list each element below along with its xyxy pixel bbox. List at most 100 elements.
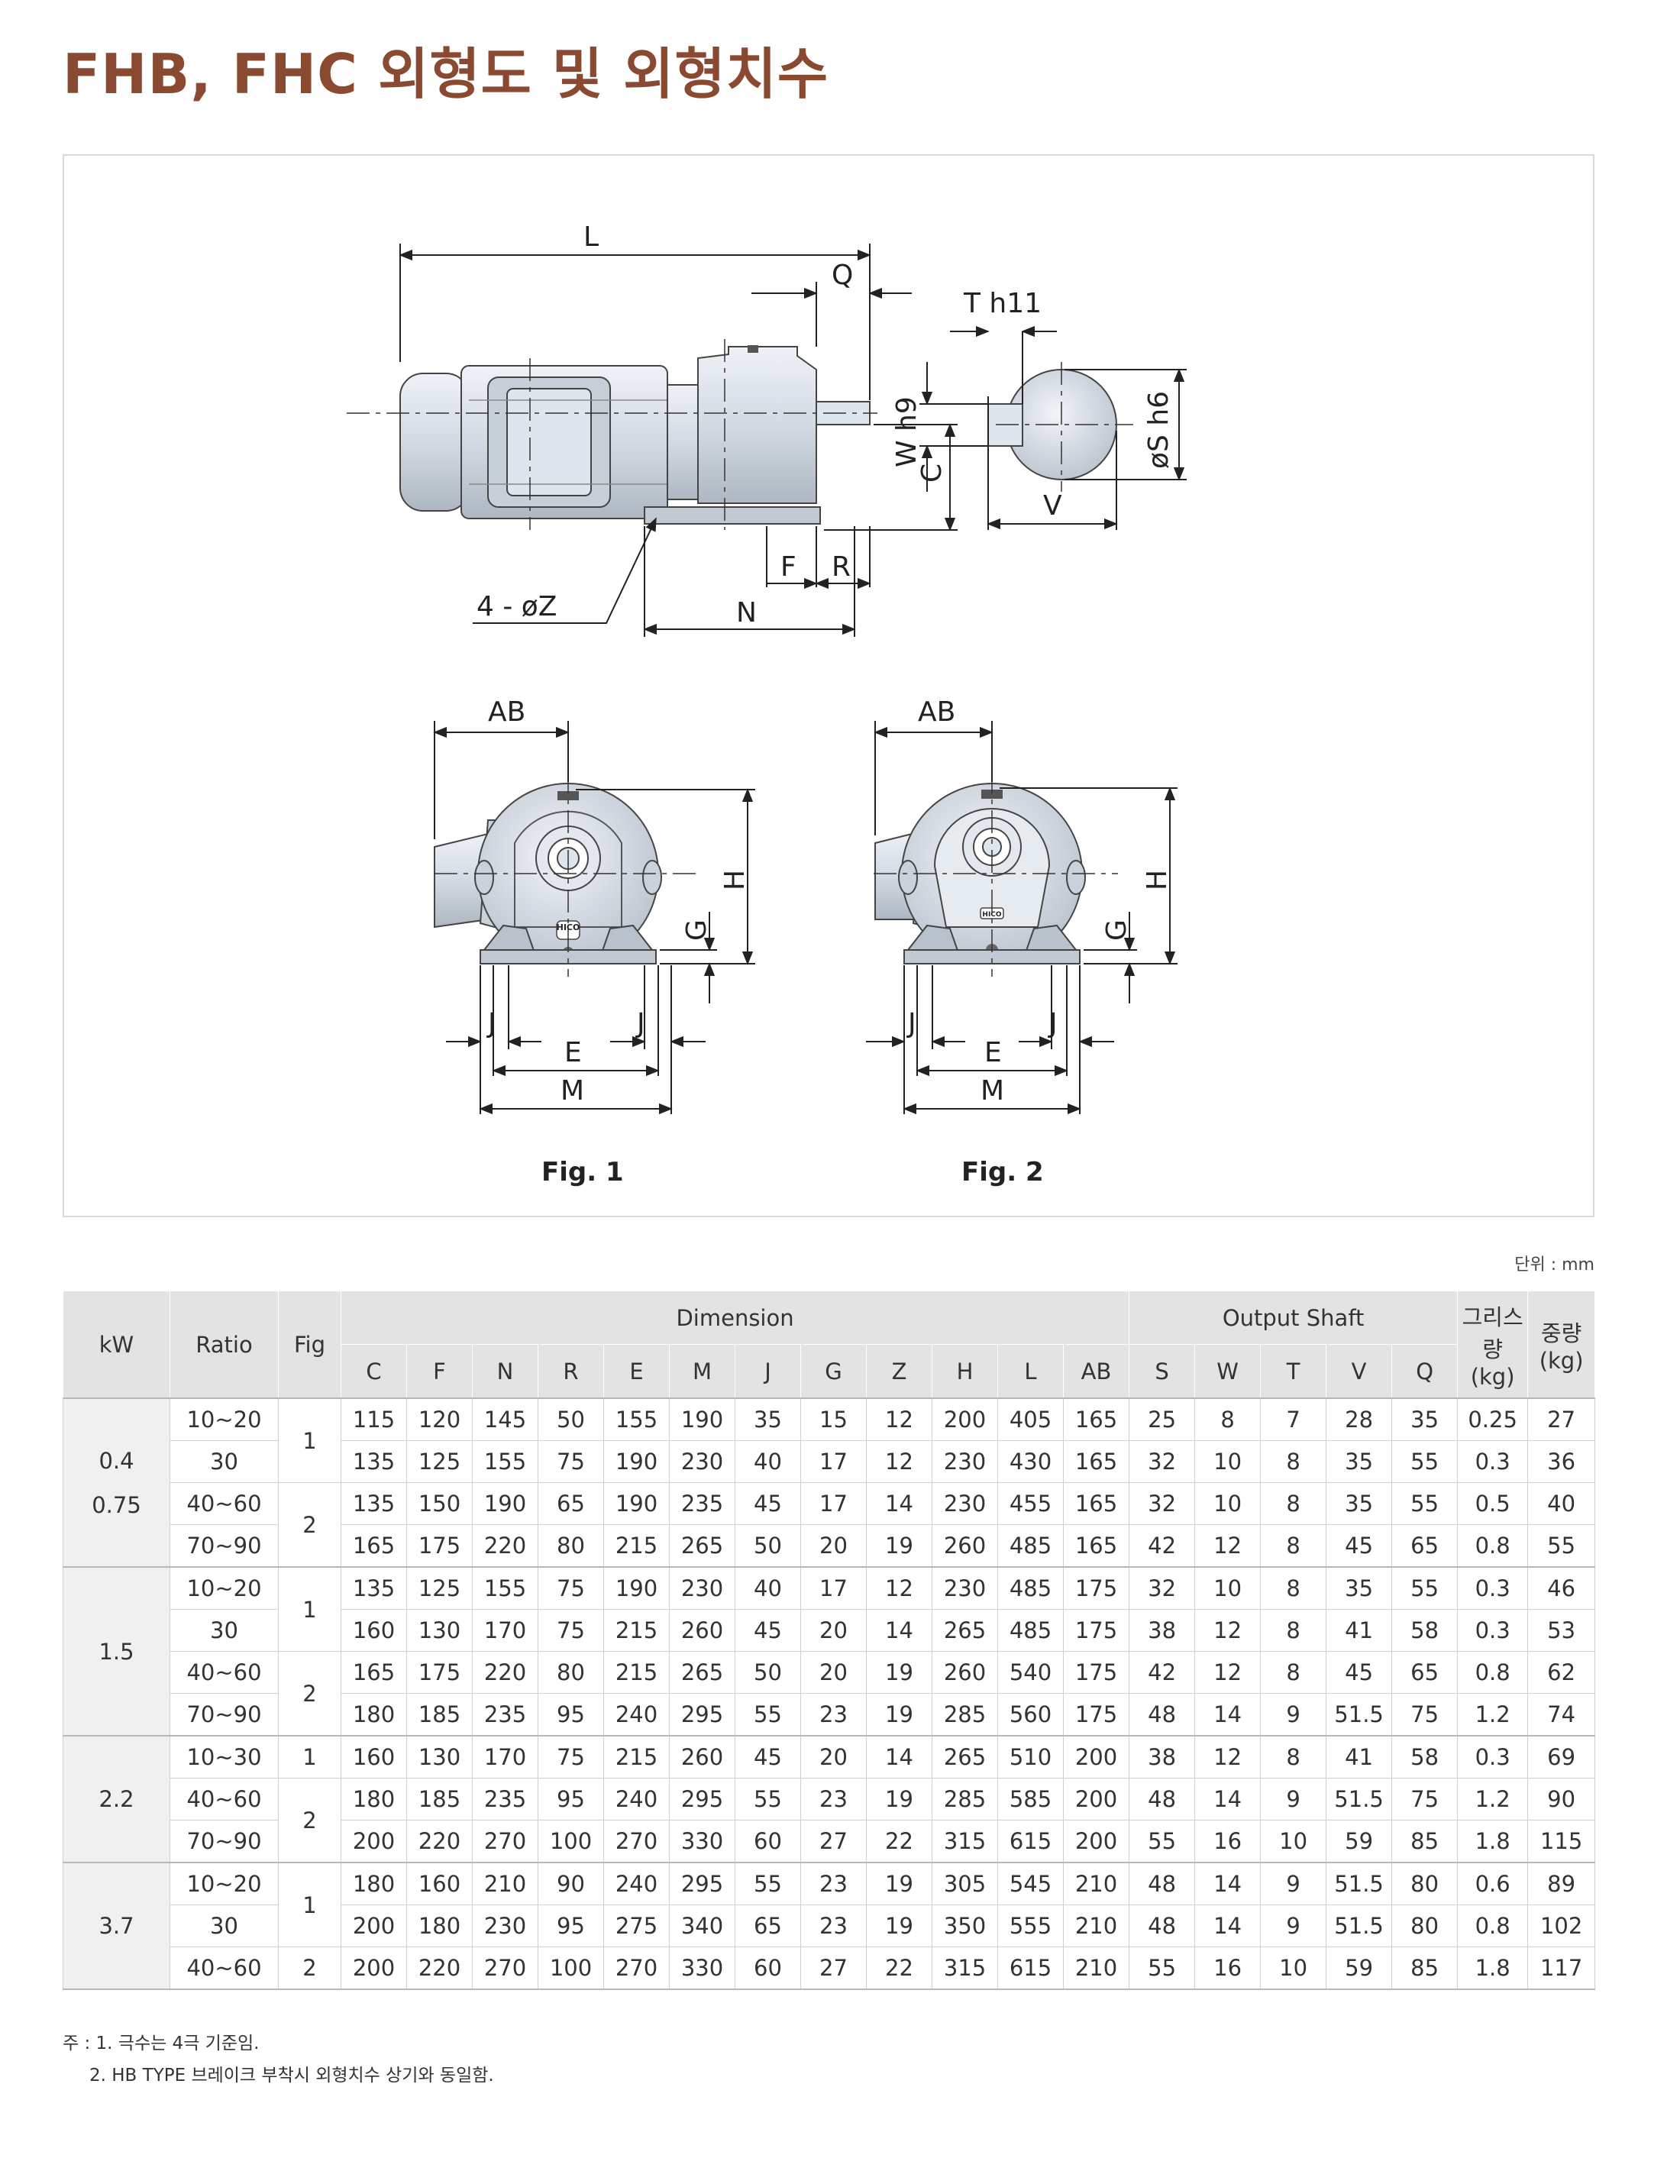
value-cell: 405 [997, 1397, 1064, 1441]
value-cell: 0.3 [1457, 1609, 1529, 1652]
value-cell: 74 [1527, 1693, 1596, 1737]
value-cell: 19 [866, 1524, 932, 1568]
value-cell: 12 [866, 1566, 932, 1610]
value-cell: 95 [538, 1778, 604, 1821]
value-cell: 12 [1194, 1651, 1262, 1694]
front-view-fig1-dimensions [433, 721, 755, 1115]
value-cell: 1.2 [1457, 1778, 1529, 1821]
value-cell: 350 [932, 1905, 998, 1947]
column-header-h: H [932, 1344, 998, 1399]
dim-label-H-fig2: H [1142, 870, 1173, 890]
value-cell: 20 [800, 1651, 867, 1694]
value-cell: 220 [406, 1820, 473, 1863]
value-cell: 10 [1260, 1947, 1327, 1990]
value-cell: 0.8 [1457, 1524, 1529, 1568]
value-cell: 51.5 [1326, 1693, 1393, 1737]
value-cell: 60 [735, 1947, 801, 1990]
value-cell: 270 [603, 1947, 670, 1990]
value-cell: 19 [866, 1651, 932, 1694]
value-cell: 230 [669, 1566, 735, 1610]
ratio-cell: 70~90 [170, 1524, 279, 1568]
value-cell: 8 [1260, 1609, 1327, 1652]
value-cell: 180 [341, 1778, 407, 1821]
kw-cell: 2.2 [63, 1735, 170, 1863]
column-header-shaft-t: T [1260, 1344, 1327, 1399]
shaft-section-drawing [987, 362, 1133, 492]
value-cell: 155 [603, 1397, 670, 1441]
value-cell: 185 [406, 1693, 473, 1737]
value-cell: 270 [603, 1820, 670, 1863]
value-cell: 1.8 [1457, 1947, 1529, 1990]
value-cell: 20 [800, 1609, 867, 1652]
value-cell: 190 [603, 1440, 670, 1483]
value-cell: 200 [932, 1397, 998, 1441]
value-cell: 135 [341, 1566, 407, 1610]
value-cell: 8 [1194, 1397, 1262, 1441]
dimension-drawings: L Q C F R N 4 - øZ T h11 W h9 øS h6 V [347, 221, 1187, 1187]
unit-label: 단위 : mm [1514, 1255, 1594, 1275]
value-cell: 180 [341, 1693, 407, 1737]
ratio-cell: 40~60 [170, 1947, 279, 1990]
value-cell: 230 [932, 1440, 998, 1483]
value-cell: 10 [1194, 1440, 1262, 1483]
value-cell: 180 [341, 1862, 407, 1905]
value-cell: 45 [735, 1735, 801, 1779]
ratio-cell: 30 [170, 1440, 279, 1483]
value-cell: 190 [603, 1566, 670, 1610]
value-cell: 160 [341, 1609, 407, 1652]
value-cell: 215 [603, 1735, 670, 1779]
value-cell: 0.5 [1457, 1482, 1529, 1525]
value-cell: 340 [669, 1905, 735, 1947]
dim-label-AB-fig1: AB [488, 696, 525, 728]
fig-cell: 1 [278, 1566, 341, 1652]
value-cell: 130 [406, 1735, 473, 1779]
value-cell: 25 [1129, 1397, 1196, 1441]
value-cell: 0.8 [1457, 1651, 1529, 1694]
header-weight-unit: (kg) [1539, 1347, 1584, 1374]
value-cell: 46 [1527, 1566, 1596, 1610]
kw-cell: 1.5 [63, 1566, 170, 1737]
value-cell: 210 [1062, 1905, 1130, 1947]
value-cell: 215 [603, 1524, 670, 1568]
value-cell: 17 [800, 1440, 867, 1483]
value-cell: 0.25 [1457, 1397, 1529, 1441]
value-cell: 0.3 [1457, 1440, 1529, 1483]
value-cell: 270 [472, 1947, 538, 1990]
value-cell: 80 [1391, 1905, 1459, 1947]
dim-label-J-fig1-left: J [486, 1008, 496, 1039]
value-cell: 265 [669, 1651, 735, 1694]
value-cell: 23 [800, 1693, 867, 1737]
value-cell: 125 [406, 1440, 473, 1483]
value-cell: 12 [866, 1440, 932, 1483]
value-cell: 58 [1391, 1735, 1459, 1779]
value-cell: 180 [406, 1905, 473, 1947]
dim-label-M-fig1: M [561, 1075, 584, 1107]
value-cell: 10 [1260, 1820, 1327, 1863]
value-cell: 65 [1391, 1524, 1459, 1568]
front-view-fig2-drawing [874, 771, 1118, 977]
value-cell: 23 [800, 1862, 867, 1905]
value-cell: 40 [735, 1440, 801, 1483]
value-cell: 80 [538, 1651, 604, 1694]
dim-label-J-fig1-right: J [635, 1008, 645, 1039]
value-cell: 125 [406, 1566, 473, 1610]
column-header-c: C [341, 1344, 407, 1399]
value-cell: 285 [932, 1693, 998, 1737]
value-cell: 145 [472, 1397, 538, 1441]
value-cell: 75 [1391, 1778, 1459, 1821]
dim-label-E-fig2: E [984, 1037, 1002, 1068]
page-title: FHB, FHC 외형도 및 외형치수 [63, 42, 829, 106]
value-cell: 27 [1527, 1397, 1596, 1441]
value-cell: 59 [1326, 1947, 1393, 1990]
ratio-cell: 40~60 [170, 1651, 279, 1694]
value-cell: 41 [1326, 1735, 1393, 1779]
value-cell: 155 [472, 1440, 538, 1483]
ratio-cell: 70~90 [170, 1693, 279, 1737]
header-grease-unit: (kg) [1470, 1363, 1515, 1390]
value-cell: 75 [538, 1609, 604, 1652]
value-cell: 85 [1391, 1947, 1459, 1990]
value-cell: 430 [997, 1440, 1064, 1483]
